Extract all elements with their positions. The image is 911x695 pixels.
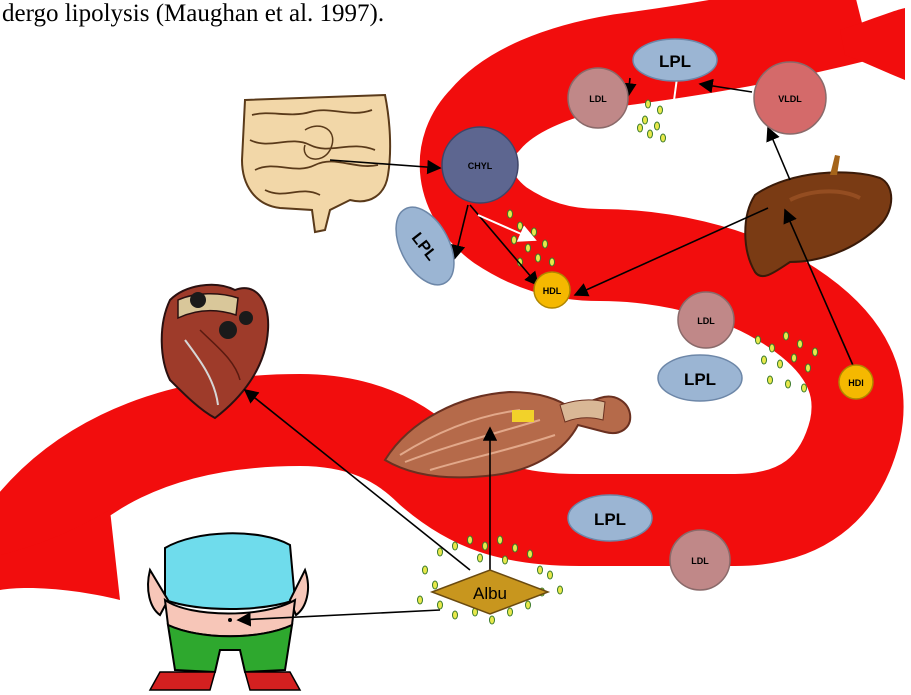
liver-icon [745,155,891,276]
hdl-center: HDL [534,272,570,308]
svg-text:LPL: LPL [684,370,716,389]
ldl-bottom: LDL [670,530,730,590]
vldl-particle: VLDL [754,62,826,134]
svg-text:LPL: LPL [594,510,626,529]
ldl-top: LDL [568,68,628,128]
svg-text:LDL: LDL [697,316,715,326]
svg-text:HDL: HDL [543,286,562,296]
lpl-top: LPL [633,39,717,81]
svg-text:CHYL: CHYL [468,161,493,171]
svg-text:LDL: LDL [691,556,709,566]
chyl-particle: CHYL [442,127,518,203]
svg-text:HDl: HDl [848,378,864,388]
hdl-right: HDl [839,365,873,399]
lpl-middle: LPL [658,355,742,401]
svg-text:LPL: LPL [659,52,691,71]
ldl-middle: LDL [678,292,734,348]
lpl-bottom: LPL [568,495,652,541]
svg-text:LDL: LDL [589,94,607,104]
muscle-icon [385,392,630,477]
svg-text:Albu: Albu [473,584,507,603]
person-belly-icon [148,533,308,690]
svg-text:VLDL: VLDL [778,94,802,104]
